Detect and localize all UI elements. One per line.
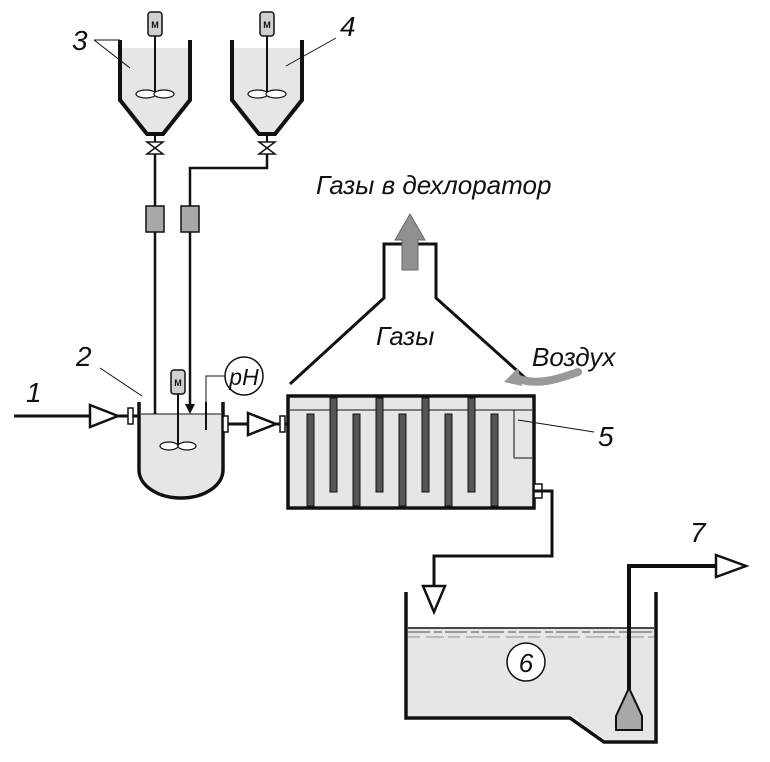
outlet-arrow-icon <box>714 553 750 579</box>
gases-to-dechlorinator-label: Газы в дехлоратор <box>316 170 551 200</box>
valve-3-icon <box>144 141 166 155</box>
reactor-to-settler-line <box>432 489 554 588</box>
impeller-3-icon <box>135 89 157 99</box>
inlet-arrow-icon <box>88 403 122 429</box>
leader-5 <box>517 419 595 433</box>
svg-text:M: M <box>263 20 271 30</box>
air-label: Воздух <box>532 342 616 372</box>
reactor-5 <box>286 394 536 510</box>
label-2: 2 <box>75 341 92 372</box>
decanter-line <box>627 564 718 690</box>
leader-4 <box>285 37 337 67</box>
svg-text:M: M <box>151 20 159 30</box>
impeller-2-icon <box>159 441 179 451</box>
ph-label: pH <box>228 364 259 390</box>
reagent-tank-4: M <box>230 11 304 155</box>
leader-2 <box>99 367 143 397</box>
label-7: 7 <box>690 517 707 548</box>
air-inlet-pipe <box>512 368 582 386</box>
label-4: 4 <box>340 11 356 42</box>
dosing-pump-3 <box>145 205 165 233</box>
reagent-lines <box>153 154 269 430</box>
gas-outlet-arrow-icon <box>394 212 426 271</box>
settler-inlet-arrow-icon <box>421 584 447 616</box>
reagent-tank-3: M <box>118 11 192 155</box>
svg-text:M: M <box>174 378 182 388</box>
valve-4-icon <box>256 141 278 155</box>
label-6: 6 <box>519 648 534 678</box>
label-1: 1 <box>26 377 42 408</box>
air-arrow-icon <box>504 368 522 386</box>
decanter-float-icon <box>615 685 643 731</box>
feed-arrow-icon <box>246 411 280 437</box>
settler-6 <box>404 592 658 744</box>
gases-label: Газы <box>376 321 434 351</box>
label-3: 3 <box>72 25 88 56</box>
settler-number-circle <box>506 642 546 682</box>
mixer-2: M <box>137 369 226 500</box>
dosing-pump-4 <box>180 205 200 233</box>
dosing-arrow-icon <box>185 404 195 414</box>
label-5: 5 <box>598 421 614 452</box>
ph-sensor-circle <box>224 356 264 396</box>
impeller-4-icon <box>247 89 269 99</box>
